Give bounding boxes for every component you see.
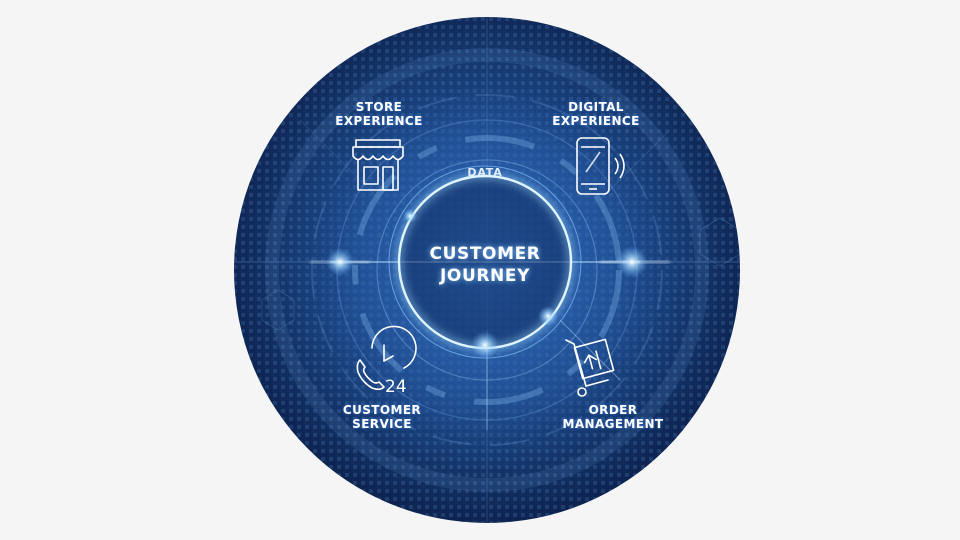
store-experience-line2: EXPERIENCE: [335, 114, 423, 128]
order-management-label: ORDER MANAGEMENT: [556, 403, 670, 431]
digital-experience-line2: EXPERIENCE: [552, 114, 640, 128]
customer-service-line2: SERVICE: [352, 417, 412, 431]
svg-text:24: 24: [385, 377, 407, 397]
center-title-line1: CUSTOMER: [429, 244, 541, 264]
order-management-line2: MANAGEMENT: [562, 417, 664, 431]
storefront-icon: [352, 139, 404, 191]
order-management-line1: ORDER: [588, 403, 638, 417]
digital-experience-line1: DIGITAL: [568, 100, 624, 114]
center-title-line2: JOURNEY: [439, 266, 531, 286]
24h-phone-support-icon: 24: [356, 325, 417, 397]
store-experience-line1: STORE: [355, 100, 403, 114]
data-ring-label: DATA: [467, 166, 503, 179]
package-cart-icon: [565, 338, 615, 397]
glow-flares: [310, 209, 670, 359]
customer-service-line1: CUSTOMER: [342, 403, 422, 417]
center-title: CUSTOMER JOURNEY: [385, 243, 585, 287]
customer-service-label: CUSTOMER SERVICE: [331, 403, 433, 431]
smartphone-icon: [576, 137, 625, 195]
store-experience-label: STORE EXPERIENCE: [328, 100, 430, 128]
digital-experience-label: DIGITAL EXPERIENCE: [545, 100, 647, 128]
